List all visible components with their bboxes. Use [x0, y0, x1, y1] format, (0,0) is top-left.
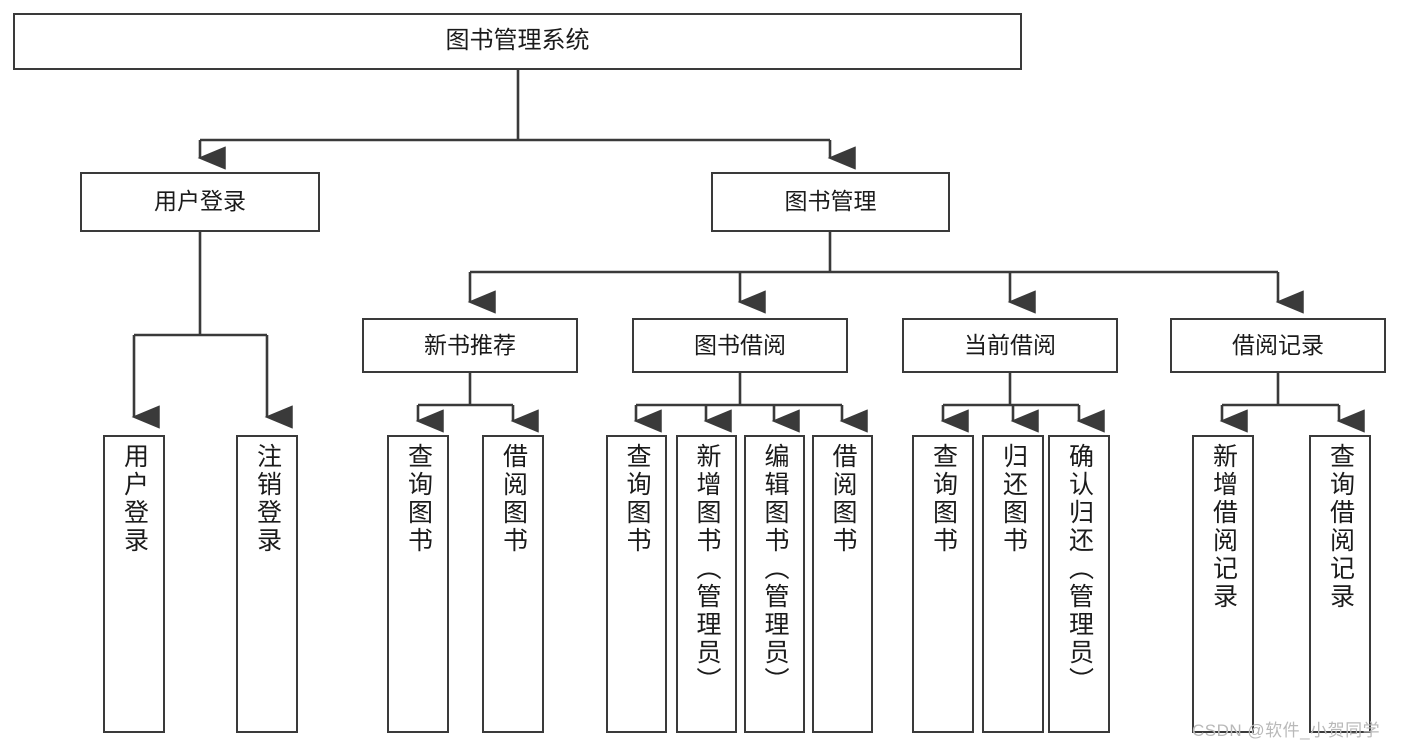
- leaf-confirm-return-admin[interactable]: 确认归还（管理员）: [1048, 435, 1110, 733]
- node-label: 用户登录: [120, 443, 149, 555]
- leaf-borrow-book-recommend[interactable]: 借阅图书: [482, 435, 544, 733]
- leaf-query-book-borrow[interactable]: 查询图书: [606, 435, 667, 733]
- node-borrow-record[interactable]: 借阅记录: [1170, 318, 1386, 373]
- node-label: 归还图书: [999, 443, 1028, 555]
- watermark: CSDN @软件_小贺同学: [1192, 721, 1381, 740]
- leaf-query-book-recommend[interactable]: 查询图书: [387, 435, 449, 733]
- node-label: 图书借阅: [694, 331, 786, 358]
- node-label: 当前借阅: [964, 331, 1056, 358]
- node-label: 新书推荐: [424, 331, 516, 358]
- node-root-system[interactable]: 图书管理系统: [13, 13, 1022, 70]
- node-label: 查询借阅记录: [1326, 443, 1355, 611]
- node-book-borrow[interactable]: 图书借阅: [632, 318, 848, 373]
- node-label: 借阅记录: [1232, 331, 1324, 358]
- leaf-add-book-admin[interactable]: 新增图书（管理员）: [676, 435, 737, 733]
- leaf-query-borrow-record[interactable]: 查询借阅记录: [1309, 435, 1371, 733]
- node-label: 编辑图书（管理员）: [761, 443, 789, 695]
- node-label: 查询图书: [623, 443, 651, 555]
- node-new-book-recommend[interactable]: 新书推荐: [362, 318, 578, 373]
- leaf-return-book[interactable]: 归还图书: [982, 435, 1044, 733]
- node-user-login[interactable]: 用户登录: [80, 172, 320, 232]
- node-book-management[interactable]: 图书管理: [711, 172, 950, 232]
- leaf-edit-book-admin[interactable]: 编辑图书（管理员）: [744, 435, 805, 733]
- leaf-add-borrow-record[interactable]: 新增借阅记录: [1192, 435, 1254, 733]
- node-label: 图书管理系统: [445, 27, 590, 55]
- node-label: 注销登录: [253, 443, 282, 555]
- leaf-logout-login[interactable]: 注销登录: [236, 435, 298, 733]
- node-label: 用户登录: [154, 188, 246, 215]
- leaf-user-login[interactable]: 用户登录: [103, 435, 165, 733]
- leaf-query-book-current[interactable]: 查询图书: [912, 435, 974, 733]
- node-label: 查询图书: [404, 443, 433, 555]
- node-label: 确认归还（管理员）: [1065, 443, 1094, 695]
- node-label: 借阅图书: [829, 443, 857, 555]
- node-label: 借阅图书: [499, 443, 528, 555]
- node-label: 新增图书（管理员）: [693, 443, 721, 695]
- node-label: 查询图书: [929, 443, 958, 555]
- node-current-borrow[interactable]: 当前借阅: [902, 318, 1118, 373]
- leaf-borrow-book[interactable]: 借阅图书: [812, 435, 873, 733]
- node-label: 图书管理: [784, 188, 877, 215]
- node-label: 新增借阅记录: [1209, 443, 1238, 611]
